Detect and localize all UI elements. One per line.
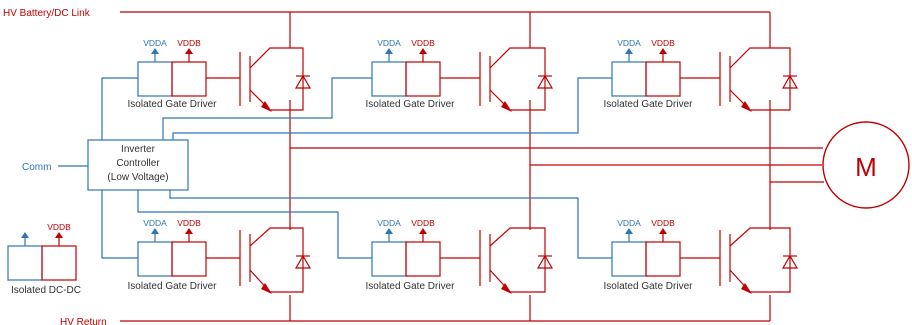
vddb-label: VDDB [177, 38, 201, 48]
vdda-label: VDDA [617, 38, 641, 48]
vdda-label: VDDA [377, 218, 401, 228]
vdda-label: VDDA [143, 218, 167, 228]
top-switch-2 [446, 47, 554, 112]
controller-label-3: (Low Voltage) [107, 172, 168, 183]
phase-outputs [290, 147, 824, 183]
vdda-label: VDDA [143, 38, 167, 48]
gate-driver-top-3 [611, 48, 686, 97]
vddb-label: VDDB [411, 38, 435, 48]
isolated-dcdc [7, 232, 77, 281]
top-switch-1 [206, 47, 312, 112]
controller-label-2: Controller [116, 158, 160, 169]
gate-driver-label: Isolated Gate Driver [128, 281, 218, 292]
gate-driver-label: Isolated Gate Driver [128, 99, 218, 110]
bottom-switch-2 [446, 227, 554, 294]
gate-driver-top-1 [137, 48, 207, 97]
hv-rails [120, 11, 771, 322]
gate-driver-bottom-1 [137, 228, 207, 277]
gate-driver-bottom-3 [611, 228, 686, 277]
hv-bus-label: HV Battery/DC Link [3, 8, 91, 19]
comm-label: Comm [22, 162, 51, 173]
vddb-label: VDDB [651, 38, 675, 48]
gate-driver-label: Isolated Gate Driver [604, 99, 694, 110]
bottom-switch-1 [206, 227, 312, 294]
dcdc-label: Isolated DC-DC [11, 285, 81, 296]
motor [822, 121, 910, 209]
motor-label: M [855, 152, 877, 182]
vdda-label: VDDA [617, 218, 641, 228]
controller-label-1: Inverter [121, 144, 156, 155]
gate-driver-label: Isolated Gate Driver [366, 281, 456, 292]
top-switch-3 [686, 47, 799, 112]
gate-driver-bottom-2 [371, 228, 446, 277]
vddb-label: VDDB [651, 218, 675, 228]
vdda-label: VDDA [377, 38, 401, 48]
vddb-label: VDDB [411, 218, 435, 228]
vddb-label: VDDB [47, 222, 71, 232]
control-signal-wires [101, 77, 612, 259]
hv-return-label: HV Return [60, 317, 107, 325]
vddb-label: VDDB [177, 218, 201, 228]
gate-driver-label: Isolated Gate Driver [366, 99, 456, 110]
bottom-switch-3 [686, 227, 799, 294]
gate-driver-label: Isolated Gate Driver [604, 281, 694, 292]
gate-driver-top-2 [371, 48, 446, 97]
